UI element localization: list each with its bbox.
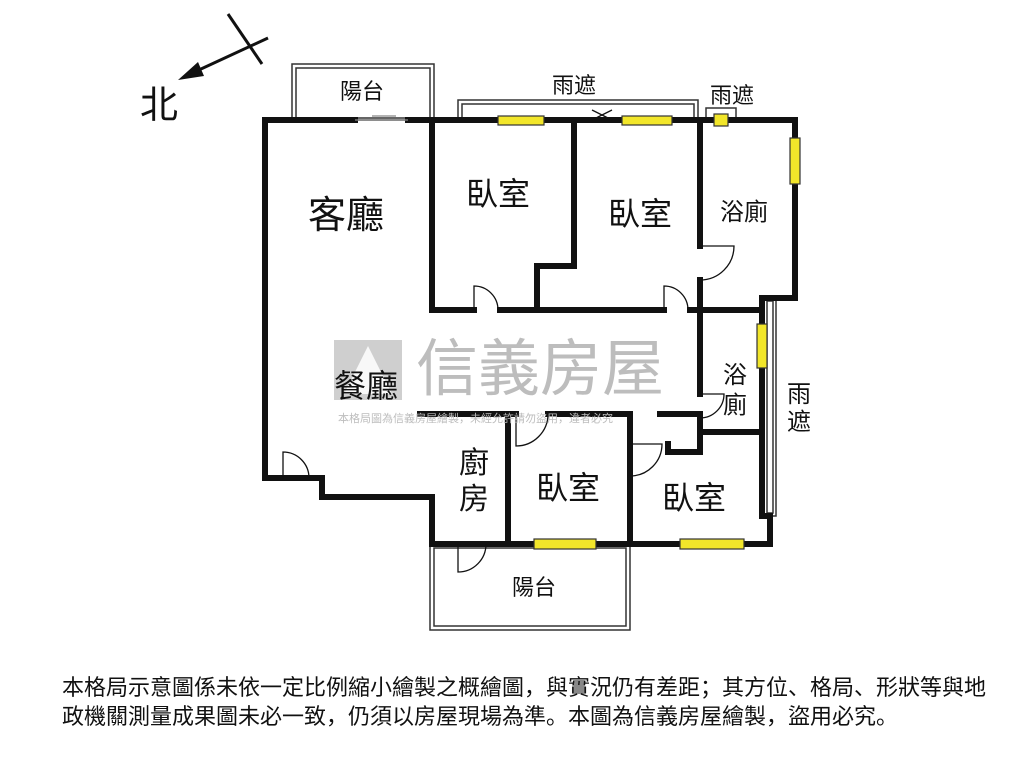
- doors: [282, 109, 735, 573]
- windows: [497, 113, 801, 550]
- disclaimer-text: 本格局示意圖係未依一定比例縮小繪製之概繪圖，與實況仍有差距；其方位、格局、形狀等…: [62, 676, 987, 730]
- room-label-dining-room: 餐廳: [334, 367, 399, 405]
- room-label-bedroom-1: 臥室: [466, 175, 531, 213]
- room-label-bedroom-4: 臥室: [662, 479, 727, 517]
- canopy-label-right: 雨遮: [787, 380, 811, 436]
- room-label-living-room: 客廳: [308, 193, 385, 237]
- balcony-label-bottom: 陽台: [512, 576, 557, 601]
- room-label-bedroom-2: 臥室: [608, 195, 673, 233]
- balcony-label-top: 陽台: [340, 80, 385, 105]
- room-label-bedroom-3: 臥室: [536, 469, 601, 507]
- compass-north-label: 北: [140, 83, 179, 127]
- room-label-bathroom-2: 浴廁: [723, 361, 747, 419]
- room-label-bathroom-1: 浴廁: [720, 198, 768, 226]
- room-label-kitchen: 廚房: [459, 446, 489, 517]
- watermark-brand: 信義房屋: [416, 332, 665, 405]
- watermark-logo: [334, 340, 402, 400]
- canopy-label-top: 雨遮: [552, 74, 597, 99]
- compass-arrow: [178, 13, 269, 80]
- watermark-notice: 本格局圖為信義房屋繪製，未經允許請勿盜用，違者必究: [338, 412, 613, 425]
- canopy-label-top-right: 雨遮: [710, 84, 755, 109]
